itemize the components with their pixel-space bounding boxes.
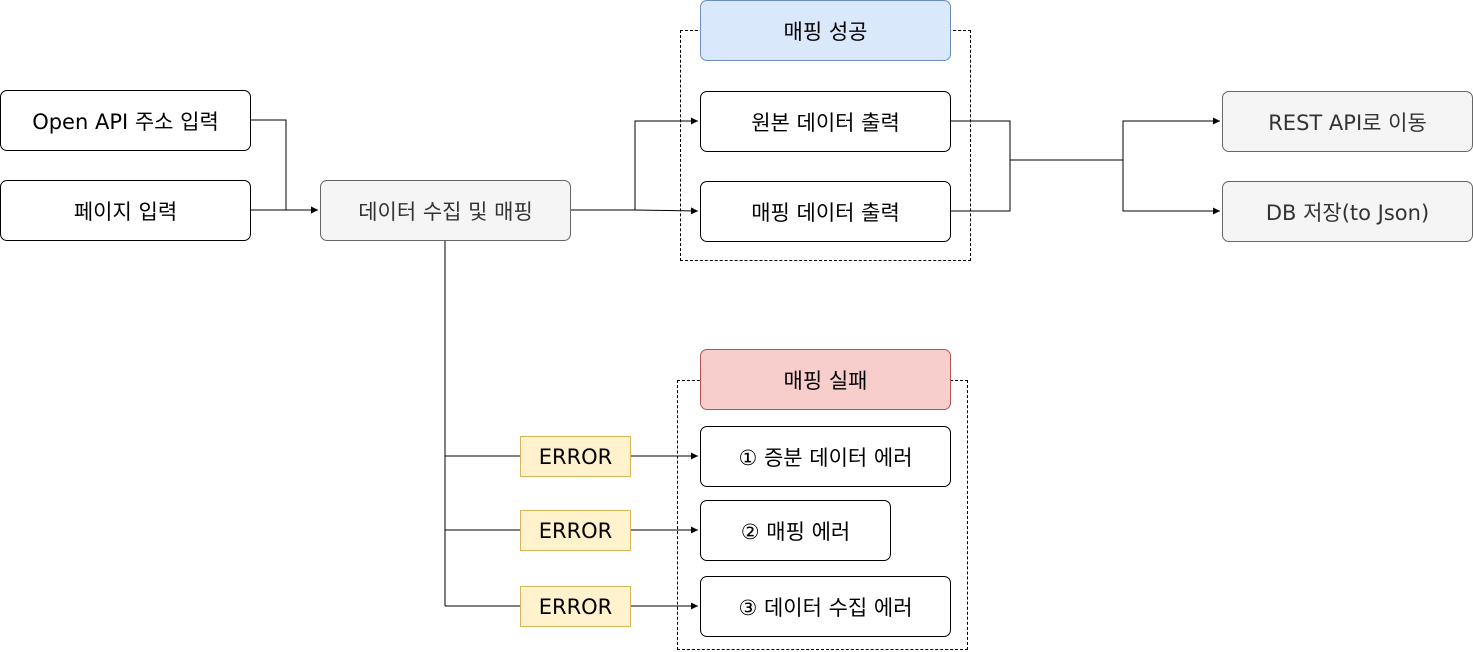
error-node-collection-label: ③ 데이터 수집 에러: [738, 595, 913, 620]
edge-openapi-to-process: [250, 119, 318, 214]
rest-api-node: REST API로 이동: [1222, 91, 1473, 152]
mapped-data-output-label: 매핑 데이터 출력: [751, 200, 900, 225]
openapi-address-label: Open API 주소 입력: [32, 109, 219, 134]
edge-process-to-original: [570, 117, 698, 211]
error-node-incremental-label: ① 증분 데이터 에러: [738, 445, 913, 470]
edge-process-to-mapped: [634, 207, 699, 215]
db-save-label: DB 저장(to Json): [1265, 200, 1430, 225]
page-input-label: 페이지 입력: [73, 199, 178, 224]
mapped-data-output-node: 매핑 데이터 출력: [700, 181, 951, 242]
error-node-incremental: ① 증분 데이터 에러: [700, 426, 951, 487]
openapi-address-input-node: Open API 주소 입력: [0, 90, 251, 151]
mapping-success-title: 매핑 성공: [700, 0, 951, 61]
rest-api-label: REST API로 이동: [1268, 110, 1427, 135]
collect-and-map-node: 데이터 수집 및 매핑: [320, 180, 571, 241]
error-tag-label: ERROR: [538, 444, 613, 469]
mapping-success-label: 매핑 성공: [783, 19, 868, 44]
error-node-mapping: ② 매핑 에러: [700, 500, 891, 561]
collect-and-map-label: 데이터 수집 및 매핑: [358, 199, 533, 224]
edge-original-merge: [950, 120, 1011, 212]
error-tag: ERROR: [520, 510, 631, 551]
original-data-output-node: 원본 데이터 출력: [700, 91, 951, 152]
page-input-node: 페이지 입력: [0, 180, 251, 241]
db-save-node: DB 저장(to Json): [1222, 181, 1473, 242]
edge-to-rest-api: [1122, 117, 1220, 160]
edge-to-db-save: [1122, 160, 1220, 215]
error-tag-label: ERROR: [538, 518, 613, 543]
original-data-output-label: 원본 데이터 출력: [751, 110, 900, 135]
error-tag: ERROR: [520, 436, 631, 477]
error-tag: ERROR: [520, 586, 631, 627]
mapping-failure-title: 매핑 실패: [700, 349, 951, 410]
error-tag-label: ERROR: [538, 594, 613, 619]
mapping-failure-label: 매핑 실패: [783, 368, 868, 393]
error-node-collection: ③ 데이터 수집 에러: [700, 576, 951, 637]
error-node-mapping-label: ② 매핑 에러: [740, 519, 851, 544]
